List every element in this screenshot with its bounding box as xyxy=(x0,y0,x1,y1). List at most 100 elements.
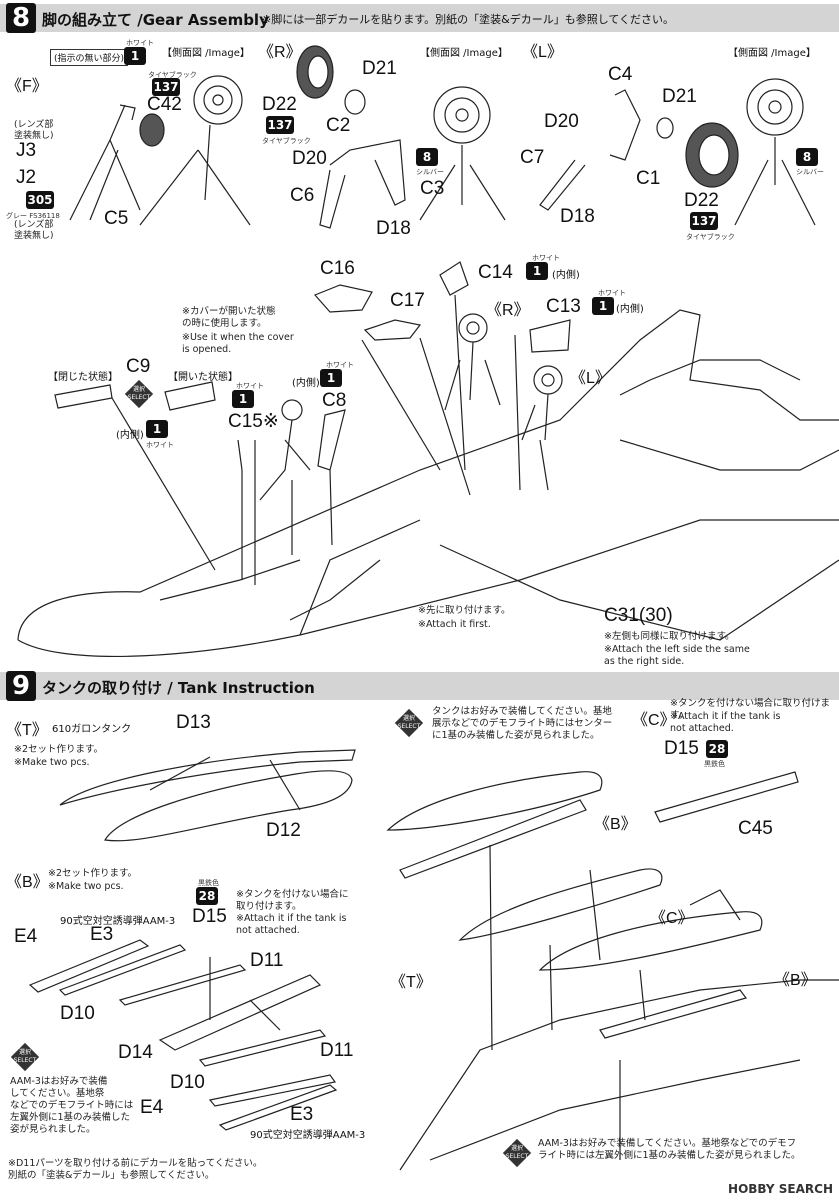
no-tank-note-en-c: ※Attach it if the tank is not attached. xyxy=(670,711,781,734)
tank-name: 610ガロンタンク xyxy=(52,724,132,735)
part-d21-l: D21 xyxy=(662,86,697,107)
section-b-right: 《B》 xyxy=(774,972,817,989)
white-badge-c14: 1 xyxy=(526,262,548,280)
inner-label-c14: (内側) xyxy=(552,270,580,281)
section-t-label: 《T》 xyxy=(6,722,48,739)
gray-color-badge: 305 xyxy=(26,191,54,209)
part-d22-r: D22 xyxy=(262,94,297,115)
part-e4-b: E4 xyxy=(140,1097,164,1118)
step8-header-bar xyxy=(0,4,839,32)
white-caption-c14: ホワイト xyxy=(532,254,560,262)
part-e4-a: E4 xyxy=(14,926,38,947)
aam-note-bottom: AAM-3はお好みで装備してください。基地祭などでのデモフ ライト時には左翼外側… xyxy=(538,1138,801,1161)
center-tank-note: タンクはお好みで装備してください。基地 展示などでのデモフライト時にはセンター … xyxy=(432,706,613,741)
black-caption-b: 黒鉄色 xyxy=(198,879,219,887)
part-c16: C16 xyxy=(320,258,355,279)
white-badge-c9: 1 xyxy=(146,420,168,438)
white-badge-c13: 1 xyxy=(592,297,614,315)
section-f-label: 《F》 xyxy=(6,78,48,95)
gray-color-caption: グレー FS36118 xyxy=(6,212,60,220)
aam-note-left: AAM-3はお好みで装備 してください。基地祭 などでのデモフライト時には 左翼… xyxy=(10,1076,134,1135)
part-d11-a: D11 xyxy=(250,950,284,971)
tire-black-badge-r: 137 xyxy=(266,116,294,134)
unspecified-parts-label: (指示の無い部分) xyxy=(50,49,129,66)
step8-decal-note: ※脚には一部デカールを貼ります。別紙の「塗装&デカール」も参照してください。 xyxy=(262,13,675,26)
tire-black-badge-l: 137 xyxy=(690,212,718,230)
lens-note-b: (レンズ部 塗装無し) xyxy=(14,220,54,241)
white-caption-c15: ホワイト xyxy=(236,382,264,390)
silver-caption-l: シルバー xyxy=(796,168,824,176)
section-r-label: 《R》 xyxy=(258,44,302,61)
part-c15: C15※ xyxy=(228,411,279,432)
part-c14: C14 xyxy=(478,262,513,283)
part-e3-a: E3 xyxy=(90,924,114,945)
section-c-label: 《C》 xyxy=(632,712,676,729)
part-d22-l: D22 xyxy=(684,190,719,211)
part-c2: C2 xyxy=(326,115,351,136)
part-d10-b: D10 xyxy=(170,1072,205,1093)
make-two-jp-b: ※2セット作ります。 xyxy=(48,868,138,879)
part-c5: C5 xyxy=(104,208,129,229)
silver-caption-r: シルバー xyxy=(416,168,444,176)
cover-note-jp: ※カバーが開いた状態 の時に使用します。 xyxy=(182,306,276,329)
part-c31: C31(30) xyxy=(604,605,673,626)
part-c7: C7 xyxy=(520,147,545,168)
part-d13: D13 xyxy=(176,712,211,733)
part-c17: C17 xyxy=(390,290,425,311)
silver-badge-r: 8 xyxy=(416,148,438,166)
attach-first-jp: ※先に取り付けます。 xyxy=(418,605,511,616)
step8-number: 8 xyxy=(6,3,36,33)
part-c9: C9 xyxy=(126,356,151,377)
inner-label-c13: (内側) xyxy=(616,304,644,315)
watermark: HOBBY SEARCH xyxy=(728,1182,833,1196)
white-caption-c9: ホワイト xyxy=(146,441,174,449)
tire-black-caption-l: タイヤブラック xyxy=(686,233,735,241)
white-color-badge: 1 xyxy=(124,47,146,65)
white-caption-c8: ホワイト xyxy=(326,361,354,369)
part-c45: C45 xyxy=(738,818,773,839)
part-d18-r: D18 xyxy=(376,218,411,239)
section-c-center: 《C》 xyxy=(650,910,694,927)
side-view-label-f: 【側面図 /Image】 xyxy=(162,48,250,59)
part-d14: D14 xyxy=(118,1042,153,1063)
part-c13: C13 xyxy=(546,296,581,317)
make-two-en-t: ※Make two pcs. xyxy=(14,757,90,768)
step9-number: 9 xyxy=(6,671,36,701)
side-view-label-r: 【側面図 /Image】 xyxy=(420,48,508,59)
part-c8: C8 xyxy=(322,390,347,411)
part-d21-r: D21 xyxy=(362,58,397,79)
part-d15: D15 xyxy=(192,906,227,927)
section-b-center: 《B》 xyxy=(594,816,637,833)
closed-state-label: 【閉じた状態】 xyxy=(48,372,118,383)
inner-label-c9: (内側) xyxy=(116,430,144,441)
side-view-label-l: 【側面図 /Image】 xyxy=(728,48,816,59)
attach-first-en: ※Attach it first. xyxy=(418,619,491,630)
tire-black-caption-f: タイヤブラック xyxy=(148,71,197,79)
white-caption-c13: ホワイト xyxy=(598,289,626,297)
cover-note-en: ※Use it when the cover is opened. xyxy=(182,332,294,355)
part-d20-r: D20 xyxy=(292,148,327,169)
part-d10-a: D10 xyxy=(60,1003,95,1024)
step9-header-bar xyxy=(0,672,839,700)
no-tank-note-jp: ※タンクを付けない場合に 取り付けます。 xyxy=(236,889,349,912)
part-d15-c: D15 xyxy=(664,738,699,759)
white-badge-c15: 1 xyxy=(232,390,254,408)
part-e3-b: E3 xyxy=(290,1104,314,1125)
black-badge-b: 28 xyxy=(196,887,218,905)
part-c42: C42 xyxy=(147,94,182,115)
part-d11-b: D11 xyxy=(320,1040,354,1061)
left-side-note-en: ※Attach the left side the same as the ri… xyxy=(604,644,750,667)
silver-badge-l: 8 xyxy=(796,148,818,166)
section-r-fuselage: 《R》 xyxy=(486,302,530,319)
inner-label-c8: (内側) xyxy=(292,378,320,389)
section-b-label: 《B》 xyxy=(6,874,49,891)
make-two-jp-t: ※2セット作ります。 xyxy=(14,744,104,755)
part-c6: C6 xyxy=(290,185,315,206)
part-d12: D12 xyxy=(266,820,301,841)
section-l-fuselage: 《L》 xyxy=(570,370,611,387)
aam3-label: 90式空対空誘導弾AAM-3 xyxy=(60,916,176,927)
make-two-en-b: ※Make two pcs. xyxy=(48,881,124,892)
part-c4: C4 xyxy=(608,64,633,85)
